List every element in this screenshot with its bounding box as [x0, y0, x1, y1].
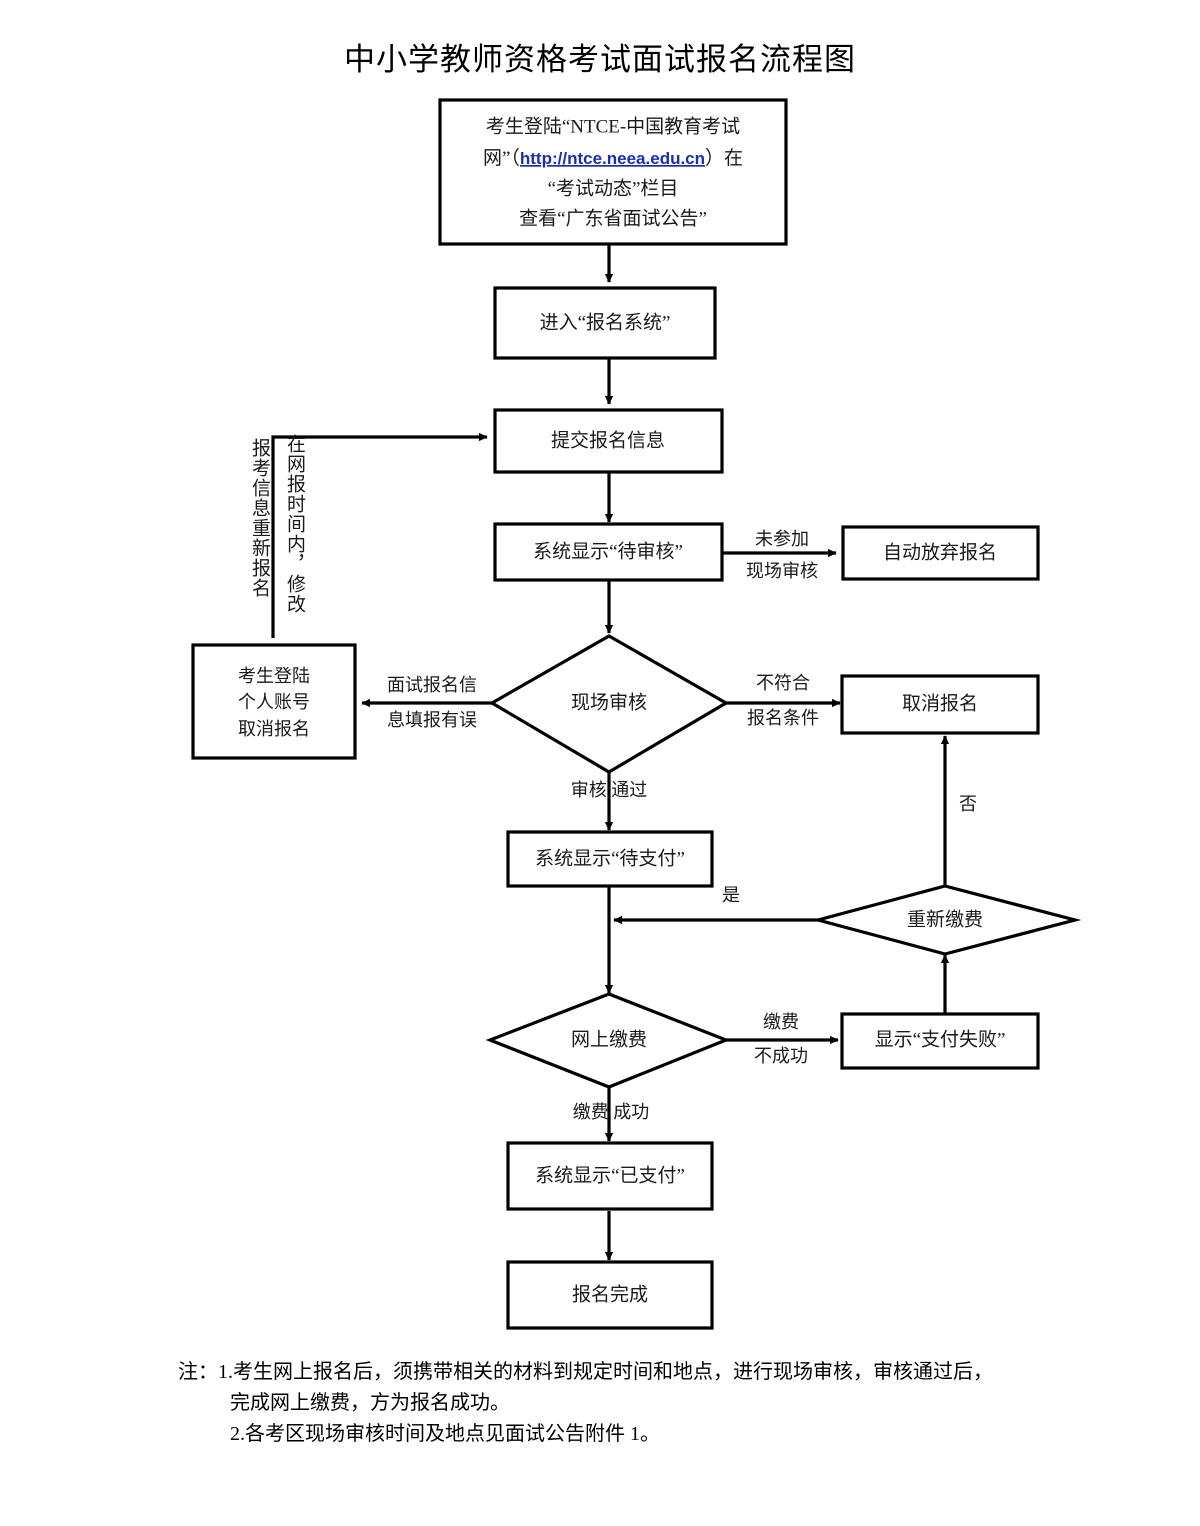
edge-label-repay-yes: 是 [722, 885, 740, 905]
notes-line-3: 2.各考区现场审核时间及地点见面试公告附件 1。 [230, 1423, 660, 1445]
svg-text:网”（http://ntce.neea.edu.cn）在: 网”（http://ntce.neea.edu.cn）在 [483, 147, 743, 169]
cancel-by-self-line-3: 取消报名 [238, 719, 310, 739]
status-pending-pay-label: 系统显示“待支付” [535, 847, 685, 869]
pay-failed-label: 显示“支付失败” [875, 1028, 1006, 1050]
cancel-by-self-line-2: 个人账号 [238, 692, 310, 712]
node-enter-system[interactable]: 进入“报名系统” [493, 286, 717, 360]
cancel-registration-label: 取消报名 [902, 692, 978, 714]
online-pay-label: 网上缴费 [571, 1028, 647, 1050]
node-cancel-registration[interactable]: 取消报名 [840, 674, 1040, 735]
edge-label-pay-success: 缴费 成功 [573, 1102, 650, 1122]
edge-label-review-passed: 审核 通过 [571, 780, 648, 800]
node-start[interactable]: 考生登陆“NTCE-中国教育考试 网”（http://ntce.neea.edu… [438, 98, 788, 246]
page-title: 中小学教师资格考试面试报名流程图 [344, 42, 856, 77]
status-paid-label: 系统显示“已支付” [535, 1164, 685, 1186]
start-line-2-pre: 网”（ [483, 147, 520, 169]
start-line-3: “考试动态”栏目 [548, 177, 679, 199]
node-status-pending-review[interactable]: 系统显示“待审核” [493, 522, 724, 582]
submit-info-label: 提交报名信息 [551, 429, 665, 451]
auto-giveup-label: 自动放弃报名 [883, 541, 997, 563]
edge-label-pay-fail-2: 不成功 [754, 1046, 808, 1066]
start-line-2-post: ）在 [705, 147, 743, 169]
done-label: 报名完成 [572, 1283, 648, 1305]
enter-system-label: 进入“报名系统” [540, 311, 671, 333]
node-pay-failed[interactable]: 显示“支付失败” [840, 1012, 1040, 1070]
notes-line-1: 注：1.考生网上报名后，须携带相关的材料到规定时间和地点，进行现场审核，审核通过… [178, 1357, 1078, 1388]
edge-label-not-qualified-2: 报名条件 [747, 708, 819, 728]
node-repay[interactable]: 重新缴费 [811, 884, 1082, 956]
edge-selfcancel-loop-to-submit [271, 432, 488, 638]
edge-label-pay-fail-1: 缴费 [763, 1012, 799, 1032]
edge-label-repay-no: 否 [959, 794, 977, 814]
status-pending-review-label: 系统显示“待审核” [533, 540, 683, 562]
node-submit-info[interactable]: 提交报名信息 [493, 408, 724, 474]
start-line-1: 考生登陆“NTCE-中国教育考试 [486, 115, 740, 137]
notes-block: 注：1.考生网上报名后，须携带相关的材料到规定时间和地点，进行现场审核，审核通过… [178, 1357, 1078, 1450]
cancel-by-self-line-1: 考生登陆 [238, 666, 310, 686]
edge-label-not-attend-1: 未参加 [755, 529, 809, 549]
edge-label-info-wrong-1: 面试报名信 [387, 675, 477, 695]
node-status-paid[interactable]: 系统显示“已支付” [506, 1141, 714, 1211]
notes-text-1: 1.考生网上报名后，须携带相关的材料到规定时间和地点，进行现场审核，审核通过后， [218, 1361, 993, 1383]
repay-label: 重新缴费 [907, 908, 983, 930]
ntce-url-link: http://ntce.neea.edu.cn [520, 149, 705, 168]
node-online-pay[interactable]: 网上缴费 [485, 992, 731, 1089]
node-status-pending-pay[interactable]: 系统显示“待支付” [506, 830, 714, 888]
edge-label-info-wrong-2: 息填报有误 [387, 710, 477, 730]
edge-label-not-attend-2: 现场审核 [746, 561, 818, 581]
edge-label-vertical-modify: 在网报时间内，修改 [284, 434, 305, 614]
node-cancel-by-self[interactable]: 考生登陆 个人账号 取消报名 [191, 643, 357, 760]
notes-prefix: 注： [178, 1361, 218, 1383]
edge-label-vertical-reapply: 报考信息重新报名 [249, 438, 270, 598]
node-done[interactable]: 报名完成 [506, 1260, 714, 1330]
edge-labels: 未参加 现场审核 不符合 报名条件 面试报名信 息填报有误 审核 通过 否 是 … [387, 529, 977, 1122]
notes-line-2: 完成网上缴费，方为报名成功。 [230, 1392, 510, 1414]
edge-label-not-qualified-1: 不符合 [756, 673, 810, 693]
start-line-4: 查看“广东省面试公告” [519, 207, 707, 229]
node-onsite-review[interactable]: 现场审核 [488, 634, 730, 774]
onsite-review-label: 现场审核 [571, 691, 647, 713]
node-auto-giveup[interactable]: 自动放弃报名 [841, 525, 1040, 581]
